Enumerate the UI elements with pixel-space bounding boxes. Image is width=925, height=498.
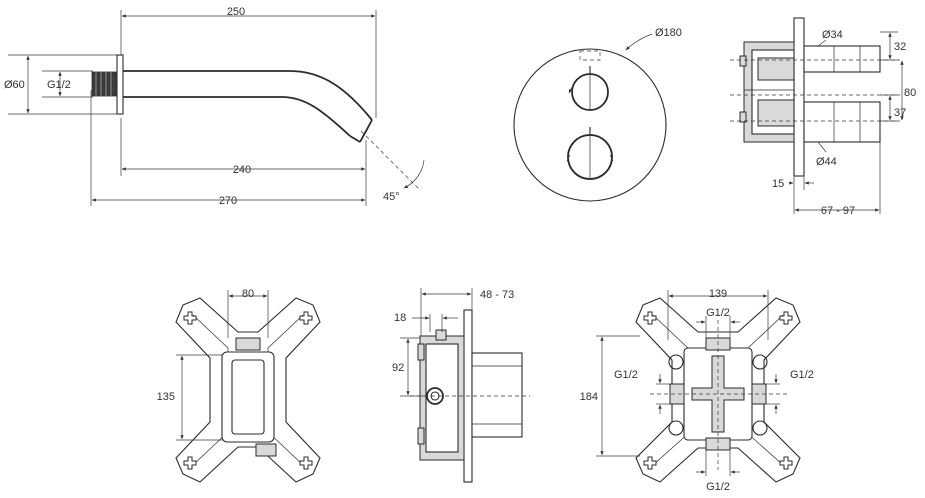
side-dim-d34: Ø34 — [822, 29, 843, 41]
side-dim-37: 37 — [894, 107, 906, 119]
cover-plate-view: Ø180 — [513, 27, 682, 202]
frame-side-dim-18: 18 — [394, 312, 406, 324]
cover-plate — [513, 48, 667, 202]
frame-side-dim-92: 92 — [392, 362, 404, 374]
frame-back-thread-top: G1/2 — [706, 307, 730, 319]
frame-front-dim-width: 80 — [242, 288, 254, 300]
frame-back-view: 139 184 G1/2 G1/2 G1/2 G1/2 — [580, 288, 814, 493]
spout-dim-angle: 45° — [383, 191, 400, 203]
frame-back-thread-left: G1/2 — [614, 369, 638, 381]
side-dim-32: 32 — [894, 41, 906, 53]
side-dim-range: 67 - 97 — [821, 205, 855, 217]
side-assembly-view: Ø34 32 80 37 Ø44 15 67 - 97 — [730, 17, 916, 217]
spout-view: 250 Ø60 G1/2 240 270 45° — [4, 6, 425, 207]
spout-body — [123, 70, 373, 121]
side-cover-plate — [793, 17, 805, 177]
plate-logo-slot — [579, 50, 601, 61]
side-upper-handle — [803, 45, 881, 73]
frame-side-view: 48 - 73 18 92 — [392, 288, 530, 483]
frame-front-body — [221, 351, 275, 443]
spout-dim-diameter: Ø60 — [4, 79, 25, 91]
side-dim-d44: Ø44 — [816, 156, 837, 168]
frame-front-view: 80 135 — [157, 288, 321, 483]
side-lower-handle — [803, 101, 881, 143]
frame-back-dim-height: 184 — [580, 391, 598, 403]
frame-side-dim-range: 48 - 73 — [480, 289, 514, 301]
spout-rosette — [116, 54, 124, 115]
frame-front-dim-height: 135 — [157, 391, 175, 403]
plate-dim-diameter: Ø180 — [655, 27, 682, 39]
spout-dim-240: 240 — [233, 164, 251, 176]
spout-dim-270: 270 — [219, 195, 237, 207]
side-dim-80: 80 — [904, 87, 916, 99]
frame-back-thread-bottom: G1/2 — [706, 481, 730, 493]
spout-dim-250: 250 — [227, 6, 245, 18]
spout-dim-thread: G1/2 — [47, 79, 71, 91]
side-dim-15: 15 — [772, 178, 784, 190]
frame-back-dim-width: 139 — [709, 288, 727, 300]
frame-back-thread-right: G1/2 — [790, 369, 814, 381]
